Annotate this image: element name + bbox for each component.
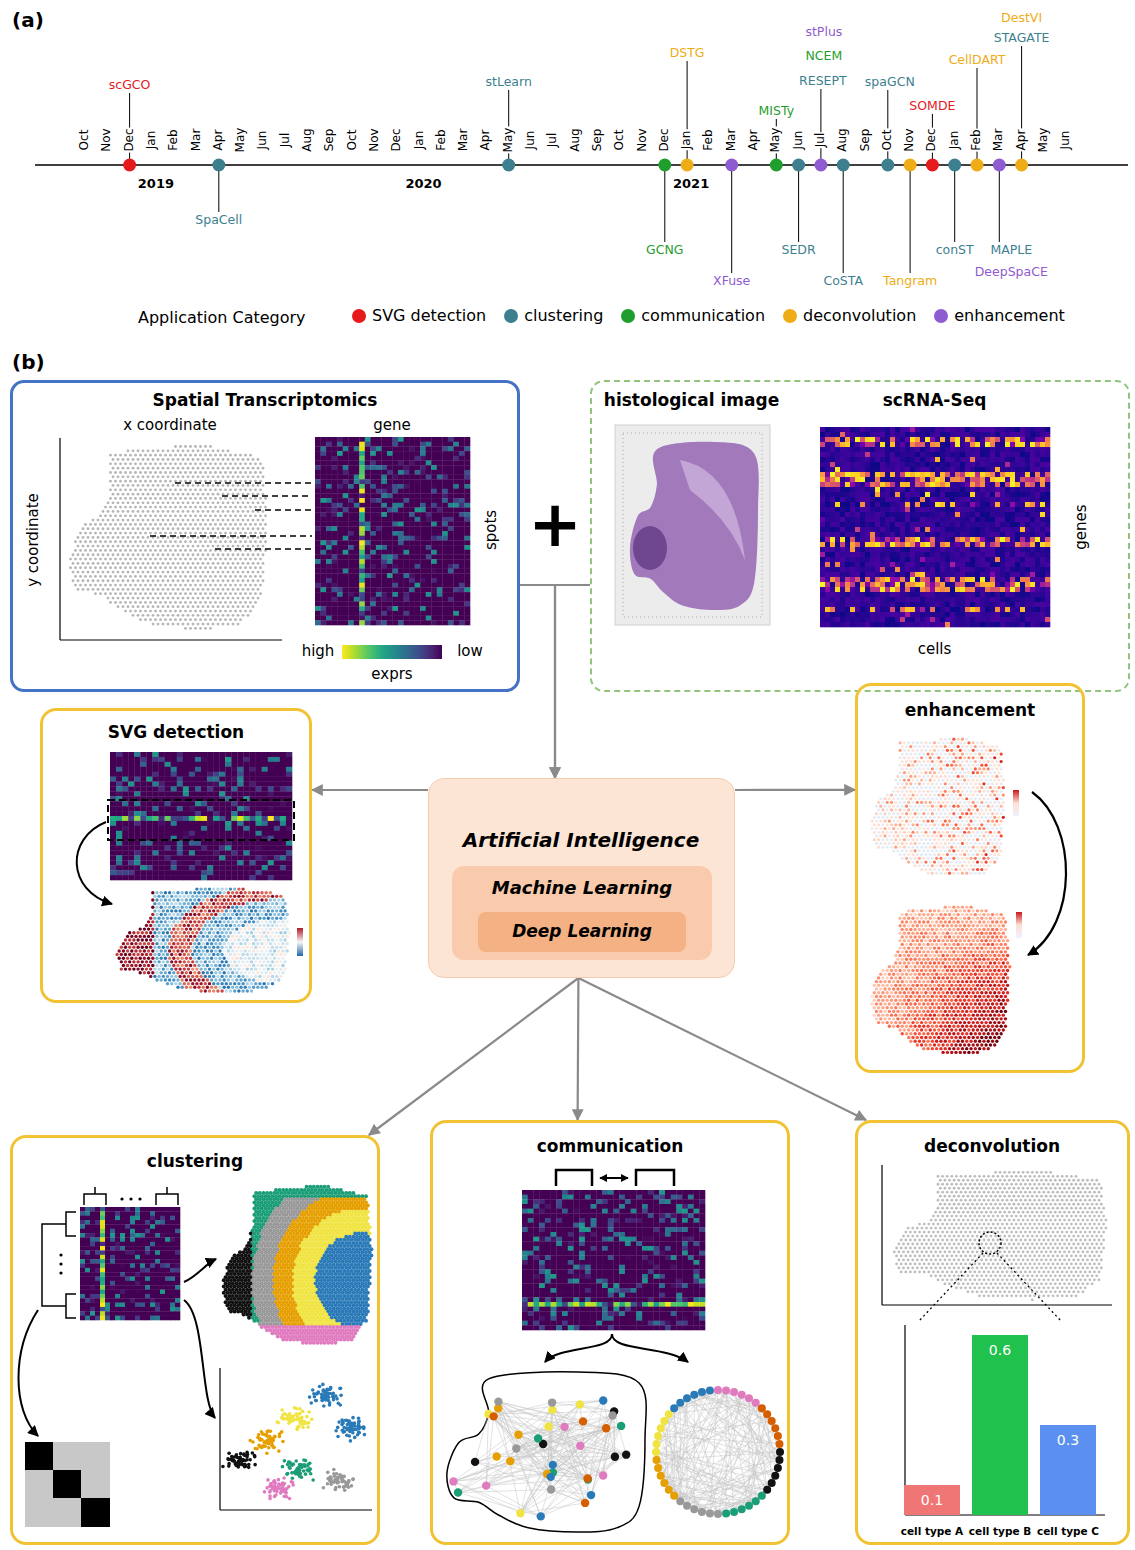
page: (a)OctNovDecJanFebMarAprMayJunJulAugSepO… xyxy=(0,0,1135,1550)
